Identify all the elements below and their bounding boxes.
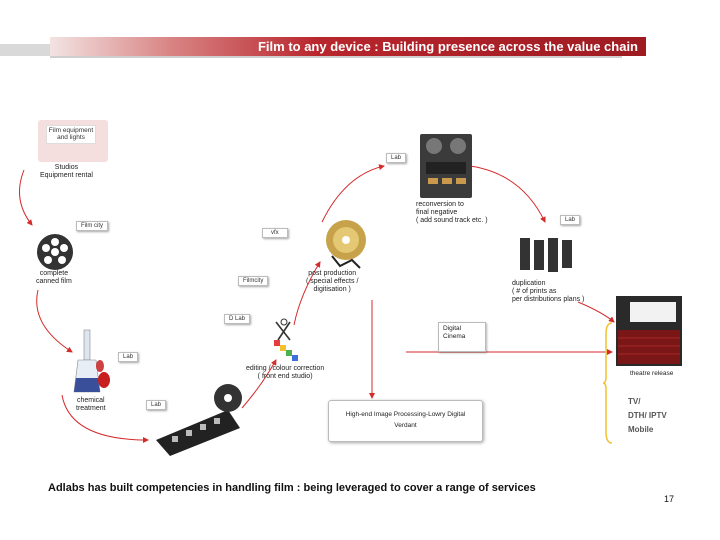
arrow-dailies-to-editing (241, 359, 277, 409)
arrow-post-to-lab (321, 164, 385, 223)
theatre-release-caption: theatre release (630, 370, 674, 377)
high-end-processing-label: High-end Image Processing-Lowry Digital (345, 411, 466, 418)
film-equipment-label: Film equipment and lights (46, 125, 96, 144)
film-city-label: Film city (76, 221, 108, 231)
reel-to-reel-machine-icon (420, 134, 472, 198)
cinema-theatre-icon (616, 296, 682, 366)
arrow-reconversion-to-lab (461, 164, 546, 223)
title-underline (50, 56, 622, 58)
duplication-caption: duplication ( # of prints as per distrib… (512, 280, 585, 304)
tv-label: TV/ (628, 397, 641, 406)
verdant-box: High-end Image Processing-Lowry Digital … (328, 400, 483, 442)
scissors-icon (274, 318, 298, 361)
title-left-strip (0, 44, 52, 56)
film-disc-icon (326, 220, 366, 269)
footer-statement: Adlabs has built competencies in handlin… (48, 482, 536, 494)
lab-label-mid: Lab (118, 352, 139, 362)
verdant-label: Verdant (394, 422, 417, 429)
arrow-editing-to-post (293, 261, 321, 326)
reconversion-caption: reconversion to final negative ( add sou… (416, 201, 488, 225)
arrow-equip-to-reel (19, 169, 33, 226)
di-lab-label: D Lab (224, 314, 251, 324)
canned-film-caption: complete canned film (36, 270, 72, 286)
title-bar (50, 37, 646, 56)
digital-cinema-box: Digital Cinema (438, 322, 486, 352)
slide-title: Film to any device : Building presence a… (257, 39, 638, 54)
film-reel-icon (37, 234, 73, 270)
lab-flask-icon (73, 329, 110, 393)
mobile-label: Mobile (628, 425, 654, 434)
arrow-duplication-to-theatre (577, 301, 615, 323)
dth-iptv-label: DTH/ IPTV (628, 411, 667, 420)
page-number: 17 (664, 494, 675, 504)
post-production-caption: post production ( special effects / digi… (306, 270, 359, 294)
film-strip-reel-icon (156, 384, 242, 456)
arrow-reel-to-chemical (36, 289, 73, 353)
hanging-film-strips-icon (520, 238, 572, 272)
bracket-icon (603, 322, 613, 444)
editing-caption: editing / colour correction ( front end … (246, 365, 325, 381)
filmcity-label: Filmcity (238, 276, 269, 286)
lab-label-top: Lab (386, 153, 407, 163)
arrow-chemical-to-dailies (61, 394, 149, 443)
studios-caption: Studios Equipment rental (40, 164, 93, 180)
lab-label-right: Lab (560, 215, 581, 225)
lab-label-bottom: Lab (146, 400, 167, 410)
chemical-treatment-caption: chemical treatment (76, 397, 106, 413)
vfx-label: vfx (262, 228, 288, 238)
